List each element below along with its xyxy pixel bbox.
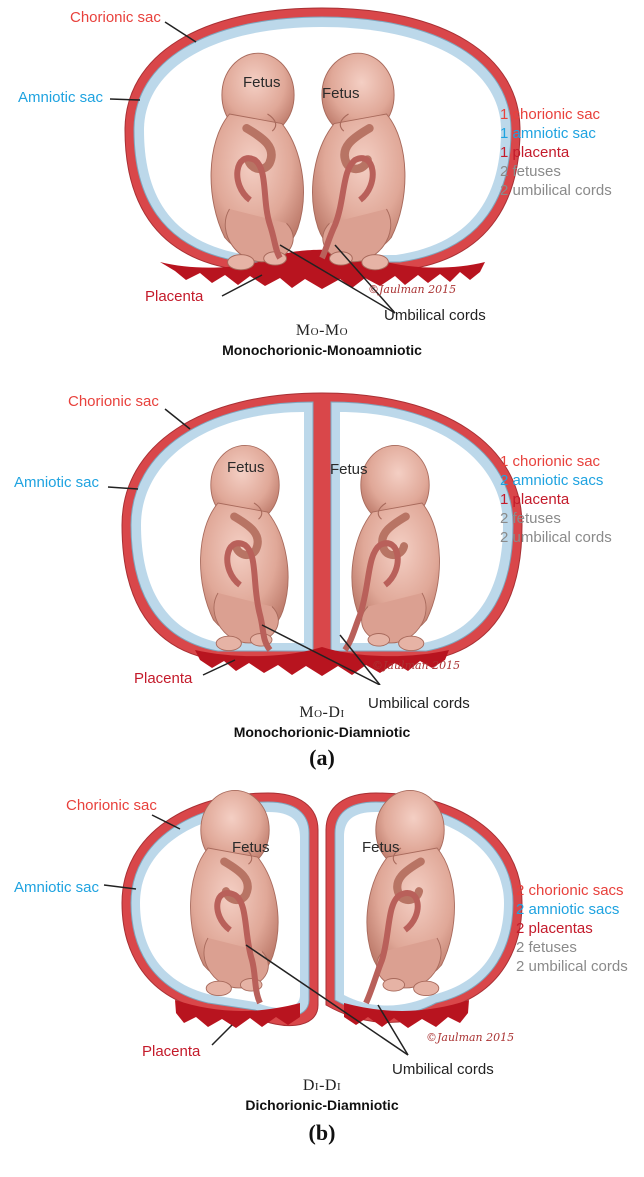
summary-cords: 2 umbilical cords — [500, 181, 612, 200]
fetus-right-label: Fetus — [322, 85, 360, 102]
fetus-right-label: Fetus — [330, 461, 368, 478]
summary-placenta: 2 placentas — [516, 919, 628, 938]
summary-list: 1 chorionic sac 2 amniotic sacs 1 placen… — [500, 452, 612, 547]
chorionic-sac-label: Chorionic sac — [66, 797, 157, 814]
fetus-left-label: Fetus — [243, 74, 281, 91]
panel-title-short: Mo-Mo — [0, 322, 644, 340]
summary-chorionic: 2 chorionic sacs — [516, 881, 628, 900]
fetus-left-label: Fetus — [232, 839, 270, 856]
panel-di-di: Chorionic sac Amniotic sac Placenta Umbi… — [0, 785, 644, 1177]
panel-title-short: Mo-Di — [0, 704, 644, 722]
amniotic-sac-label: Amniotic sac — [18, 89, 103, 106]
artist-signature: ©Jaulman 2015 — [426, 1031, 514, 1044]
amniotic-sac-label: Amniotic sac — [14, 474, 99, 491]
summary-amniotic: 2 amniotic sacs — [500, 471, 612, 490]
panel-mo-mo: Chorionic sac Amniotic sac Placenta Umbi… — [0, 0, 644, 380]
placenta-label: Placenta — [134, 670, 192, 687]
summary-cords: 2 umbilical cords — [516, 957, 628, 976]
figure-caption-a: (a) — [0, 745, 644, 771]
summary-placenta: 1 placenta — [500, 490, 612, 509]
summary-list: 2 chorionic sacs 2 amniotic sacs 2 place… — [516, 881, 628, 976]
umbilical-cords-label: Umbilical cords — [392, 1061, 494, 1078]
summary-chorionic: 1 chorionic sac — [500, 105, 612, 124]
panel-title-long: Monochorionic-Monoamniotic — [0, 342, 644, 358]
placenta-label: Placenta — [145, 288, 203, 305]
summary-placenta: 1 placenta — [500, 143, 612, 162]
summary-cords: 2 umbilical cords — [500, 528, 612, 547]
summary-fetuses: 2 fetuses — [516, 938, 628, 957]
fetus-right-label: Fetus — [362, 839, 400, 856]
panel-title-long: Monochorionic-Diamniotic — [0, 724, 644, 740]
panel-title-short: Di-Di — [0, 1077, 644, 1095]
summary-fetuses: 2 fetuses — [500, 162, 612, 181]
summary-fetuses: 2 fetuses — [500, 509, 612, 528]
summary-chorionic: 1 chorionic sac — [500, 452, 612, 471]
figure-caption-b: (b) — [0, 1120, 644, 1146]
panel-mo-di: Chorionic sac Amniotic sac Placenta Umbi… — [0, 385, 644, 775]
artist-signature: ©Jaulman 2015 — [368, 283, 456, 296]
panel-title-long: Dichorionic-Diamniotic — [0, 1097, 644, 1113]
summary-amniotic: 1 amniotic sac — [500, 124, 612, 143]
amniotic-sac-label: Amniotic sac — [14, 879, 99, 896]
fetus-left-label: Fetus — [227, 459, 265, 476]
placenta-label: Placenta — [142, 1043, 200, 1060]
chorionic-sac-label: Chorionic sac — [70, 9, 161, 26]
artist-signature: ©Jaulman 2015 — [372, 659, 460, 672]
summary-amniotic: 2 amniotic sacs — [516, 900, 628, 919]
chorionic-sac-label: Chorionic sac — [68, 393, 159, 410]
summary-list: 1 chorionic sac 1 amniotic sac 1 placent… — [500, 105, 612, 200]
